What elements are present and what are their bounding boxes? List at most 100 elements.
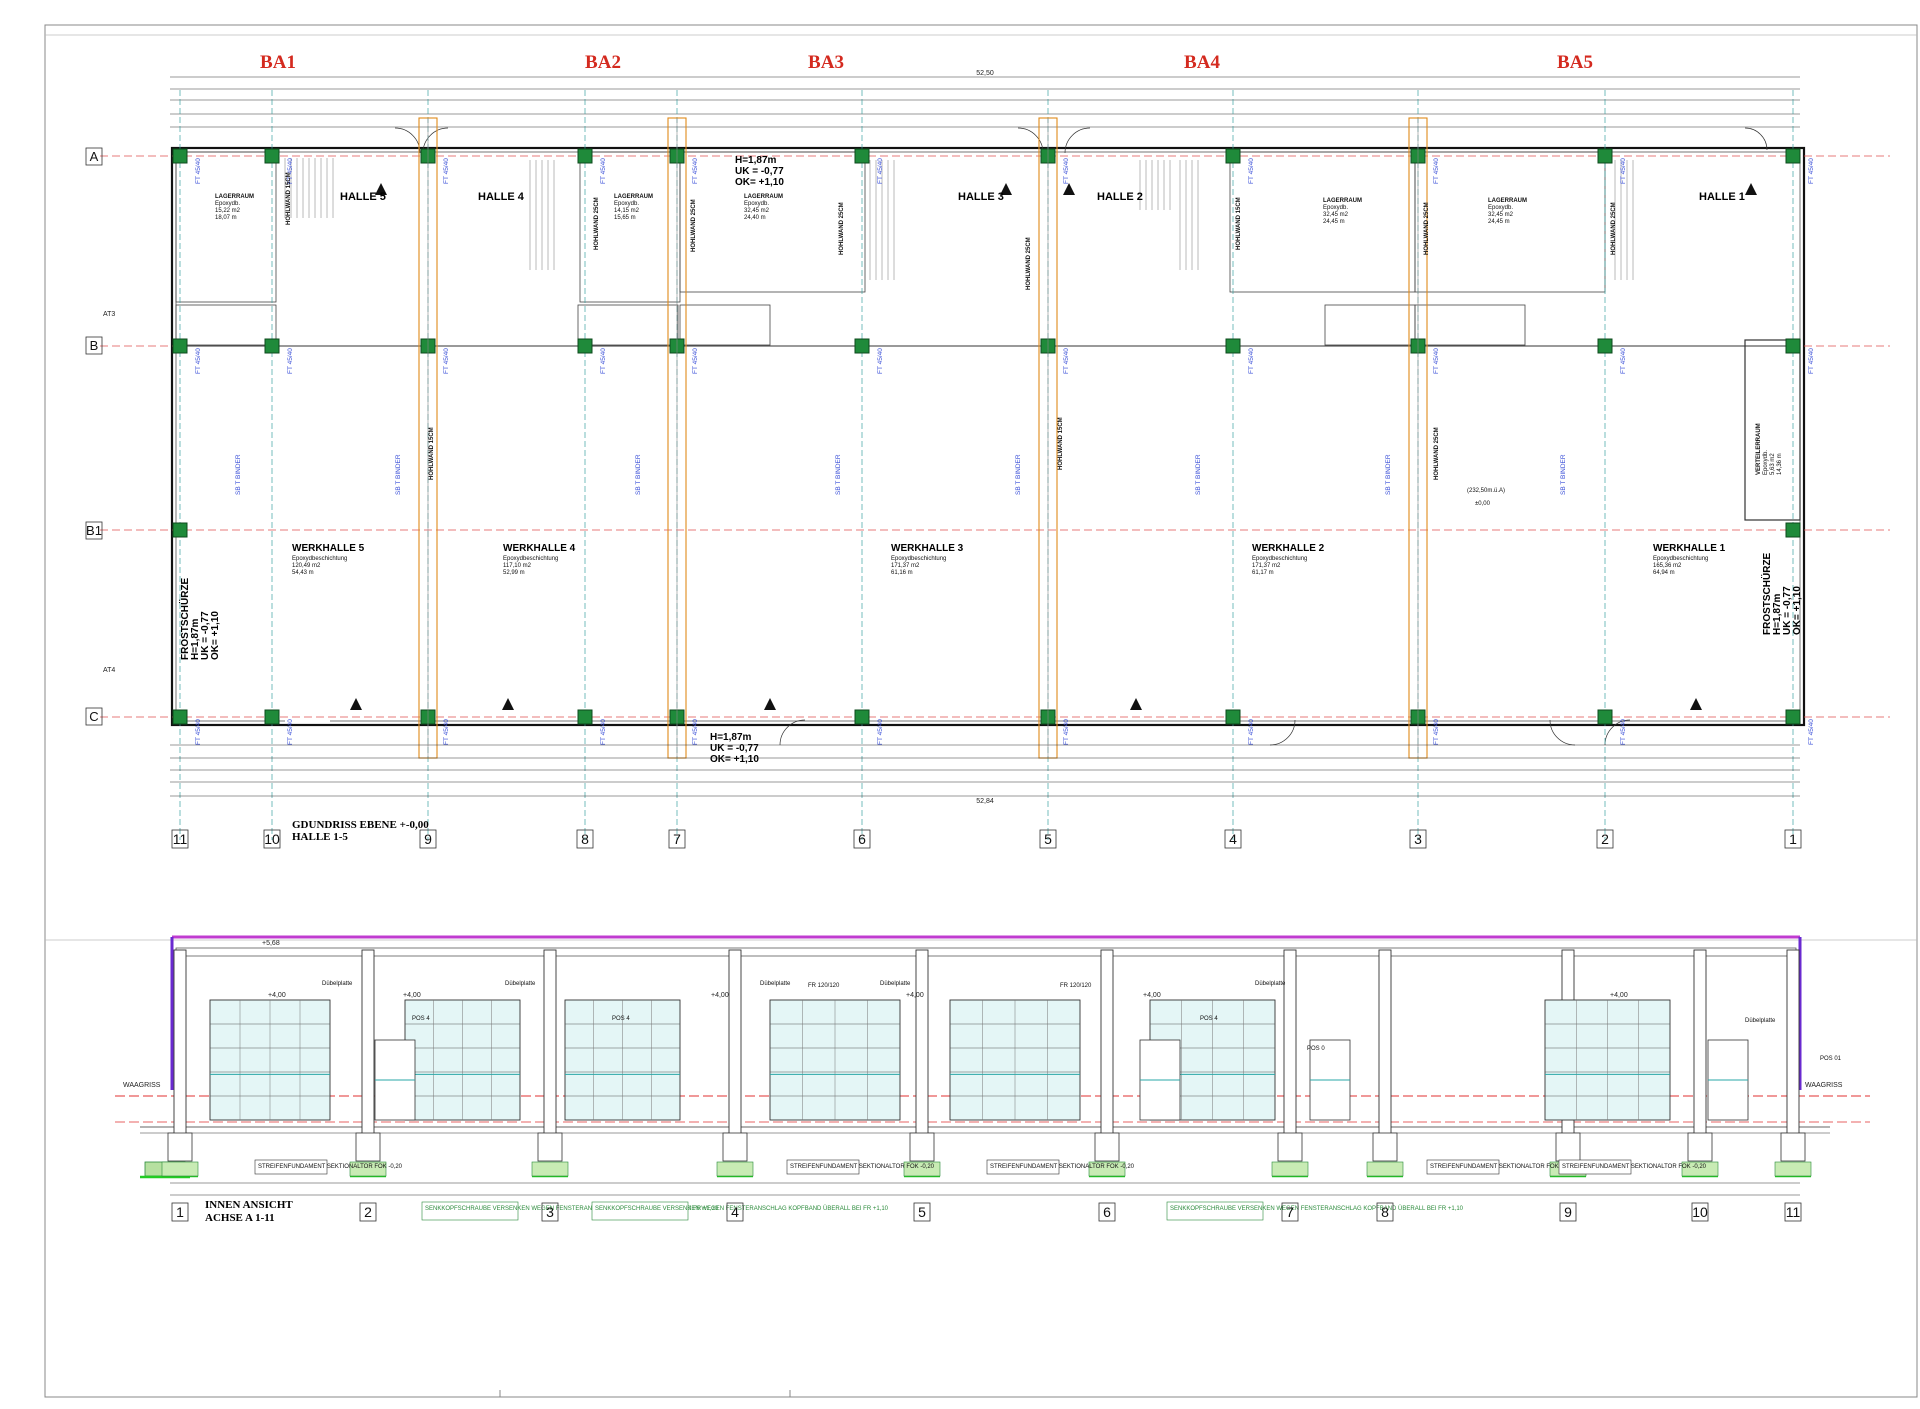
sectional-gate <box>949 999 1081 1121</box>
svg-text:32,45 m2: 32,45 m2 <box>744 208 770 214</box>
plan-axis-label: 3 <box>1414 831 1422 847</box>
column-tag: FT 45/40 <box>1433 719 1440 745</box>
section-label-ba4: BA4 <box>1184 52 1220 73</box>
wall-label: HOHLWAND 25CM <box>839 202 845 255</box>
storeroom-1: LAGERRAUM Epoxydb. 32,45 m2 24,45 m <box>1488 198 1527 225</box>
column <box>577 148 593 164</box>
sheet-frame <box>44 24 1918 1398</box>
plan-axis-label: 6 <box>858 831 866 847</box>
level-label: +4,00 <box>403 992 421 999</box>
column-tag: FT 45/40 <box>1248 158 1255 184</box>
svg-text:Epoxydbeschichtung: Epoxydbeschichtung <box>1252 556 1307 562</box>
storeroom-4: LAGERRAUM Epoxydb. 14,15 m2 15,65 m <box>614 194 653 221</box>
elevation-axis-label: 8 <box>1381 1204 1389 1220</box>
level-top: +5,68 <box>262 940 280 947</box>
binder-label: SB T BINDER <box>835 454 842 495</box>
column-tag: FT 45/40 <box>877 719 884 745</box>
column-tag: FT 45/40 <box>692 158 699 184</box>
hall-label-3: HALLE 3 <box>958 191 1004 203</box>
fundament-note: STREIFENFUNDAMENT SEKTIONALTOR FOK -0,20 <box>1562 1164 1707 1170</box>
svg-text:LAGERRAUM: LAGERRAUM <box>1488 198 1527 204</box>
binder-label: SB T BINDER <box>635 454 642 495</box>
column-tag: FT 45/40 <box>1808 158 1815 184</box>
column-tag: FT 45/40 <box>1808 719 1815 745</box>
svg-text:14,36 m: 14,36 m <box>1777 453 1783 475</box>
workshop-1: WERKHALLE 1 Epoxydbeschichtung 165,36 m2… <box>1653 543 1726 576</box>
distribution-room-label: VERTEILERRAUM Epoxydb. 5,63 m2 14,36 m <box>1756 423 1783 475</box>
svg-text:UK = -0,77: UK = -0,77 <box>200 611 211 660</box>
svg-text:24,45 m: 24,45 m <box>1488 219 1510 225</box>
svg-text:171,37 m2: 171,37 m2 <box>1252 563 1281 569</box>
wall-label: HOHLWAND 15CM <box>286 172 292 225</box>
column <box>1225 338 1241 354</box>
elevation-title-line1: INNEN ANSICHT <box>205 1199 293 1211</box>
column-tag: FT 45/40 <box>443 348 450 374</box>
level-label: +4,00 <box>906 992 924 999</box>
level-label: +4,00 <box>711 992 729 999</box>
plan-axis-label: 5 <box>1044 831 1052 847</box>
svg-text:LAGERRAUM: LAGERRAUM <box>1323 198 1362 204</box>
column <box>1785 522 1801 538</box>
column-tag: FT 45/40 <box>1063 719 1070 745</box>
column <box>172 338 188 354</box>
workshop-5: WERKHALLE 5 Epoxydbeschichtung 120,49 m2… <box>292 543 365 576</box>
level-label: +4,00 <box>1143 992 1161 999</box>
total-length-bottom: 52,84 <box>976 798 994 805</box>
svg-text:Epoxydbeschichtung: Epoxydbeschichtung <box>891 556 946 562</box>
wall-label: HOHLWAND 25CM <box>1424 202 1430 255</box>
binder-label: SB T BINDER <box>1560 454 1567 495</box>
svg-text:Epoxydb.: Epoxydb. <box>1763 450 1769 475</box>
sectional-gate <box>769 999 901 1121</box>
column-tag: FT 45/40 <box>1620 348 1627 374</box>
svg-text:120,49 m2: 120,49 m2 <box>292 563 321 569</box>
svg-text:WERKHALLE 1: WERKHALLE 1 <box>1653 543 1726 554</box>
dubel-label: Dübelplatte <box>1255 981 1286 987</box>
column-tag: FT 45/40 <box>1620 719 1627 745</box>
frost-note-bottom: H=1,87m UK = -0,77 OK= +1,10 <box>710 732 759 765</box>
svg-text:61,16 m: 61,16 m <box>891 570 913 576</box>
svg-text:UK = -0,77: UK = -0,77 <box>1782 586 1793 635</box>
svg-text:H=1,87m: H=1,87m <box>1772 593 1783 635</box>
waagriss-left: WAAGRISS <box>123 1082 161 1089</box>
anchor-note: SENKKOPFSCHRAUBE VERSENKEN WEGEN FENSTER… <box>425 1205 719 1212</box>
column <box>1225 148 1241 164</box>
level-label: +4,00 <box>268 992 286 999</box>
svg-text:H=1,87m: H=1,87m <box>710 732 752 743</box>
pos-label: POS 4 <box>612 1016 630 1022</box>
column-tag: FT 45/40 <box>1620 158 1627 184</box>
elevation-axis-label: 5 <box>918 1204 926 1220</box>
column-tag: FT 45/40 <box>195 348 202 374</box>
dimension-chains-bottom <box>170 744 1800 797</box>
workshop-2: WERKHALLE 2 Epoxydbeschichtung 171,37 m2… <box>1252 543 1325 576</box>
elevation-mark: (232,50m.ü.A) <box>1467 488 1505 494</box>
column-tag: FT 45/40 <box>877 348 884 374</box>
column-tag: FT 45/40 <box>287 158 294 184</box>
column <box>577 709 593 725</box>
elevation-axis-label: 2 <box>364 1204 372 1220</box>
plan-title-line1: GDUNDRISS EBENE +-0,00 <box>292 819 429 831</box>
plan-axis-label: 7 <box>673 831 681 847</box>
binder-label: SB T BINDER <box>1385 454 1392 495</box>
hall-label-4: HALLE 4 <box>478 191 525 203</box>
fundament-note: STREIFENFUNDAMENT SEKTIONALTOR FOK -0,20 <box>790 1164 935 1170</box>
svg-text:171,37 m2: 171,37 m2 <box>891 563 920 569</box>
svg-text:FROSTSCHÜRZE: FROSTSCHÜRZE <box>1760 552 1773 635</box>
svg-text:OK= +1,10: OK= +1,10 <box>1792 586 1803 635</box>
svg-text:OK= +1,10: OK= +1,10 <box>735 177 784 188</box>
column <box>854 709 870 725</box>
row-label-at4: AT4 <box>103 667 115 674</box>
column <box>264 338 280 354</box>
svg-text:Epoxydb.: Epoxydb. <box>614 201 639 207</box>
binder-label: SB T BINDER <box>1195 454 1202 495</box>
wall-label: HOHLWAND 25CM <box>1434 427 1440 480</box>
column-tag: FT 45/40 <box>1433 158 1440 184</box>
svg-text:UK = -0,77: UK = -0,77 <box>710 743 759 754</box>
workshop-3: WERKHALLE 3 Epoxydbeschichtung 171,37 m2… <box>891 543 964 576</box>
fundament-note: STREIFENFUNDAMENT SEKTIONALTOR FOK -0,20 <box>990 1164 1135 1170</box>
column <box>264 148 280 164</box>
svg-text:OK= +1,10: OK= +1,10 <box>210 611 221 660</box>
section-label-ba3: BA3 <box>808 52 844 73</box>
wall-label: HOHLWAND 25CM <box>594 197 600 250</box>
dimension-chains-top <box>170 76 1800 128</box>
